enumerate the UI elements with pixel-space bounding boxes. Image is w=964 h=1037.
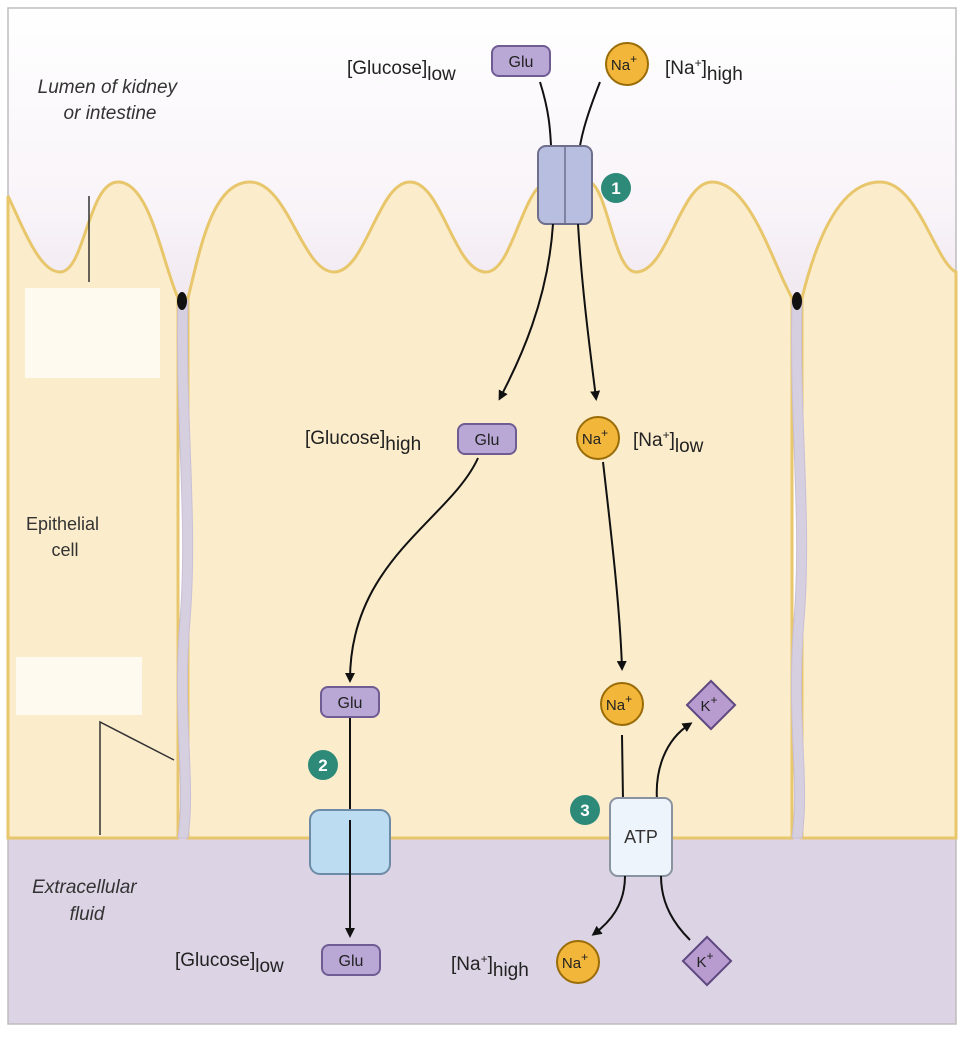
- svg-text:Glu: Glu: [339, 953, 364, 970]
- svg-text:Na+: Na+: [582, 426, 608, 448]
- potassium-into-cell-arrow: [655, 722, 693, 801]
- ecf-sodium-concentration: [Na+]high: [451, 952, 529, 981]
- step-3-badge: 3: [570, 795, 600, 825]
- step-2-badge: 2: [308, 750, 338, 780]
- cell-sodium-ion: Na+: [576, 416, 620, 460]
- svg-text:Na+: Na+: [562, 950, 588, 972]
- lumen-glucose-molecule: Glu: [491, 45, 551, 77]
- svg-text:K+: K+: [696, 949, 713, 971]
- intercellular-space-right: [790, 299, 808, 839]
- lumen-sodium-concentration: [Na+]high: [665, 56, 743, 85]
- tight-junction-right: [792, 292, 802, 310]
- extracellular-region: [8, 834, 956, 1024]
- ecf-sodium-ion: Na+: [556, 940, 600, 984]
- atp-label: ATP: [624, 827, 658, 847]
- cell-glucose-concentration: [Glucose]high: [305, 428, 421, 455]
- glucose-to-glut-arrow: [345, 457, 479, 683]
- svg-text:Glu: Glu: [338, 695, 363, 712]
- svg-text:2: 2: [318, 756, 327, 775]
- intercellular-space-left: [176, 299, 194, 839]
- extracellular-fluid-label: Extracellular fluid: [32, 877, 142, 925]
- svg-text:Glu: Glu: [475, 432, 500, 449]
- lumen-sodium-ion: Na+: [605, 42, 649, 86]
- sodium-into-pump-line: [621, 734, 624, 801]
- lumen-glucose-concentration: [Glucose]low: [347, 58, 456, 85]
- basal-glucose-molecule: Glu: [320, 686, 380, 718]
- svg-text:Na+: Na+: [606, 692, 632, 714]
- sodium-into-cell-arrow: [577, 223, 601, 401]
- svg-text:K+: K+: [700, 693, 717, 715]
- svg-text:1: 1: [611, 179, 620, 198]
- cell-glucose-molecule: Glu: [457, 423, 517, 455]
- lumen-label: Lumen of kidney or intestine: [38, 77, 183, 124]
- step-1-badge: 1: [601, 173, 631, 203]
- main-epithelial-cell: [186, 180, 794, 840]
- svg-text:Na+: Na+: [611, 52, 637, 74]
- sodium-out-of-cell-arrow: [591, 875, 626, 936]
- na-k-atpase-pump: [609, 797, 673, 877]
- intracellular-potassium-ion: K+: [685, 679, 737, 731]
- svg-text:3: 3: [580, 801, 589, 820]
- svg-text:Glu: Glu: [509, 54, 534, 71]
- left-epithelial-cell: [6, 180, 180, 840]
- ecf-glucose-concentration: [Glucose]low: [175, 950, 284, 977]
- blank-label-box-lower: [16, 657, 142, 715]
- basal-sodium-ion: Na+: [600, 682, 644, 726]
- potassium-entry-path: [660, 875, 691, 941]
- glucose-into-cell-arrow: [498, 223, 554, 401]
- right-epithelial-cell: [800, 180, 958, 840]
- tight-junction-left: [177, 292, 187, 310]
- ecf-glucose-molecule: Glu: [321, 944, 381, 976]
- sodium-to-pump-arrow: [602, 461, 627, 671]
- lumen-region: [8, 8, 956, 308]
- leader-line-basolateral: [99, 720, 175, 835]
- cell-sodium-concentration: [Na+]low: [633, 428, 704, 457]
- blank-label-box-upper: [25, 288, 160, 378]
- epithelial-cell-label: Epithelial cell: [26, 514, 104, 560]
- ecf-potassium-ion: K+: [681, 935, 733, 987]
